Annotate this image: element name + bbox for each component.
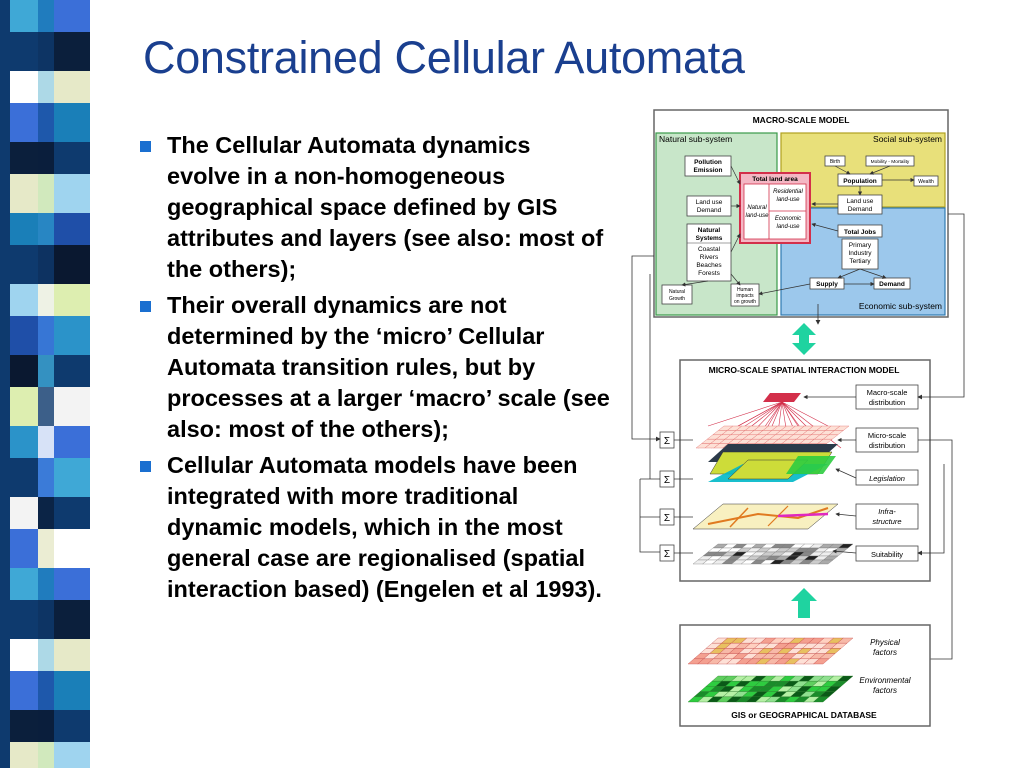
pollution-label: Pollution [694, 159, 722, 166]
jobs-primary: Primary [849, 242, 872, 249]
natural-growth-line1: Natural [669, 289, 685, 295]
bullet-text: Cellular Automata models have been integ… [167, 452, 602, 602]
macro-scale-model: MACRO-SCALE MODEL Natural sub-system Soc… [653, 109, 949, 318]
economic-landuse-line1: Economic [775, 216, 801, 222]
natural-systems-coastal: Coastal [698, 246, 721, 253]
bullet-item: The Cellular Automata dynamics evolve in… [140, 130, 610, 285]
slide-title: Constrained Cellular Automata [143, 32, 745, 83]
human-impacts-line1: Human [737, 287, 753, 293]
double-arrow-icon [792, 323, 816, 355]
micro-scale-model: MICRO-SCALE SPATIAL INTERACTION MODEL Σ Σ… [659, 359, 931, 582]
cca-diagram: MACRO-SCALE MODEL Natural sub-system Soc… [631, 109, 965, 727]
residential-landuse-line1: Residential [773, 189, 803, 195]
micro-distribution-line2: distribution [869, 441, 905, 450]
bullet-text: The Cellular Automata dynamics evolve in… [167, 132, 604, 282]
landuse-demand-left-line1: Land use [696, 199, 723, 206]
physical-factors-line1: Physical [870, 638, 900, 647]
natural-systems-forests: Forests [698, 270, 720, 277]
social-subsystem-label: Social sub-system [873, 134, 942, 144]
economic-subsystem-label: Economic sub-system [859, 301, 942, 311]
gis-title: GIS or GEOGRAPHICAL DATABASE [731, 710, 877, 720]
demand-label: Demand [879, 281, 905, 288]
bullet-item: Their overall dynamics are not determine… [140, 290, 610, 445]
micro-distribution-line1: Micro-scale [868, 431, 906, 440]
natural-systems-rivers: Rivers [700, 254, 719, 261]
economic-landuse-line2: land-use [776, 224, 800, 230]
total-jobs-label: Total Jobs [844, 229, 876, 236]
environmental-factors-line1: Environmental [859, 676, 910, 685]
macro-distribution-line2: distribution [869, 398, 905, 407]
natural-growth-line2: Growth [669, 296, 685, 302]
sigma-symbol: Σ [664, 436, 670, 447]
infrastructure-line2: structure [872, 517, 901, 526]
residential-landuse-line2: land-use [776, 197, 800, 203]
sigma-symbol: Σ [664, 513, 670, 524]
human-impacts-line2: impacts [736, 293, 754, 299]
landuse-demand-right-line2: Demand [848, 206, 873, 213]
jobs-tertiary: Tertiary [849, 258, 871, 265]
infrastructure-line1: Infra- [878, 507, 896, 516]
jobs-industry: Industry [848, 250, 872, 257]
bullet-list: The Cellular Automata dynamics evolve in… [140, 130, 610, 610]
sigma-symbol: Σ [664, 475, 670, 486]
legislation-label: Legislation [869, 474, 905, 483]
decorative-color-strip [0, 0, 120, 768]
landuse-demand-right-line1: Land use [847, 198, 874, 205]
macro-model-title: MACRO-SCALE MODEL [753, 115, 850, 125]
environmental-factors-line2: factors [873, 686, 897, 695]
total-land-area-label: Total land area [752, 176, 798, 183]
landuse-demand-left-line2: Demand [697, 207, 722, 214]
natural-landuse-line1: Natural [747, 205, 767, 211]
birth-label: Birth [830, 159, 841, 165]
bullet-square-icon [140, 461, 151, 472]
bullet-item: Cellular Automata models have been integ… [140, 450, 610, 605]
natural-systems-beaches: Beaches [696, 262, 722, 269]
supply-label: Supply [816, 281, 838, 288]
micro-model-title: MICRO-SCALE SPATIAL INTERACTION MODEL [709, 365, 900, 375]
natural-systems-line1: Natural [698, 227, 721, 234]
macro-distribution-line1: Macro-scale [867, 388, 908, 397]
human-impacts-line3: on growth [734, 299, 756, 305]
physical-factors-line2: factors [873, 648, 897, 657]
natural-systems-line2: Systems [696, 235, 723, 242]
population-label: Population [843, 178, 877, 185]
wealth-label: Wealth [918, 179, 934, 185]
bullet-square-icon [140, 141, 151, 152]
gis-database: Physical factors Environmental factors G… [679, 624, 931, 727]
sigma-symbol: Σ [664, 549, 670, 560]
natural-landuse-line2: land-use [745, 213, 769, 219]
mobility-label: Mobility - Mortality [871, 159, 910, 165]
natural-subsystem-label: Natural sub-system [659, 134, 732, 144]
bullet-text: Their overall dynamics are not determine… [167, 292, 610, 442]
up-arrow-icon [791, 588, 817, 618]
suitability-label: Suitability [871, 550, 903, 559]
bullet-square-icon [140, 301, 151, 312]
emission-label: Emission [694, 167, 723, 174]
